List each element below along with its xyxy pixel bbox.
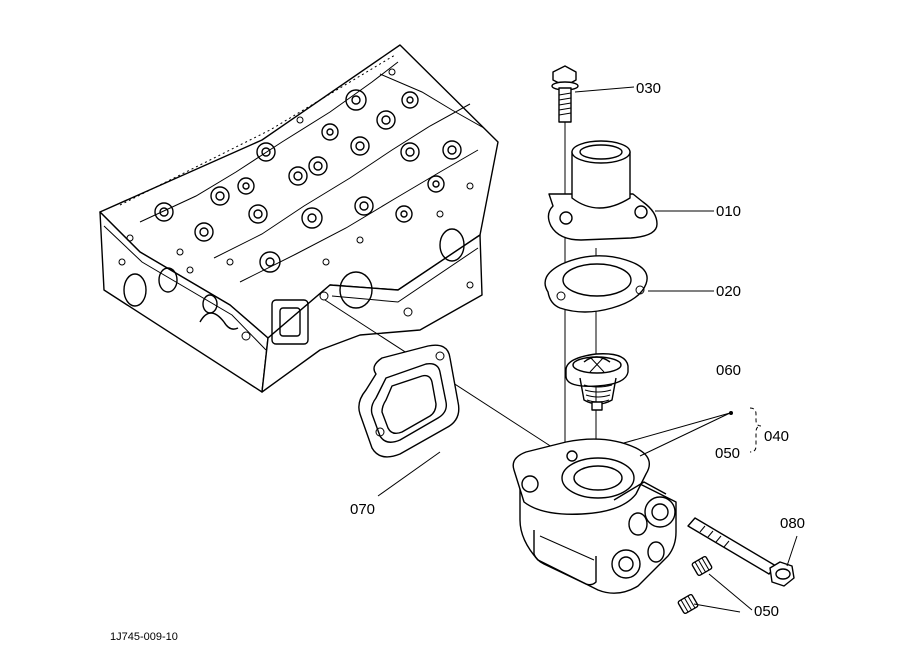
threaded-plug-icon <box>677 555 713 615</box>
long-bolt-icon <box>687 517 795 587</box>
leader-lines <box>377 86 798 613</box>
callout-labels: 030 010 020 060 040 050 070 080 050 <box>350 80 805 620</box>
diagram-id: 1J745-009-10 <box>110 631 178 643</box>
thermostat-cover-icon <box>547 140 658 241</box>
callout-040: 040 <box>764 428 789 445</box>
housing-gasket-icon <box>358 344 460 458</box>
flange-bolt-icon <box>551 65 579 123</box>
callout-050-group: 050 <box>715 445 740 462</box>
callout-060: 060 <box>716 362 741 379</box>
callout-080: 080 <box>780 515 805 532</box>
callout-030: 030 <box>636 80 661 97</box>
callout-050-plugs: 050 <box>754 603 779 620</box>
callout-010: 010 <box>716 203 741 220</box>
cylinder-head-illustration <box>99 44 499 393</box>
thermostat-housing-icon <box>512 438 677 594</box>
thermostat-icon <box>565 353 629 411</box>
callout-020: 020 <box>716 283 741 300</box>
cover-gasket-icon <box>544 255 648 313</box>
callout-070: 070 <box>350 501 375 518</box>
